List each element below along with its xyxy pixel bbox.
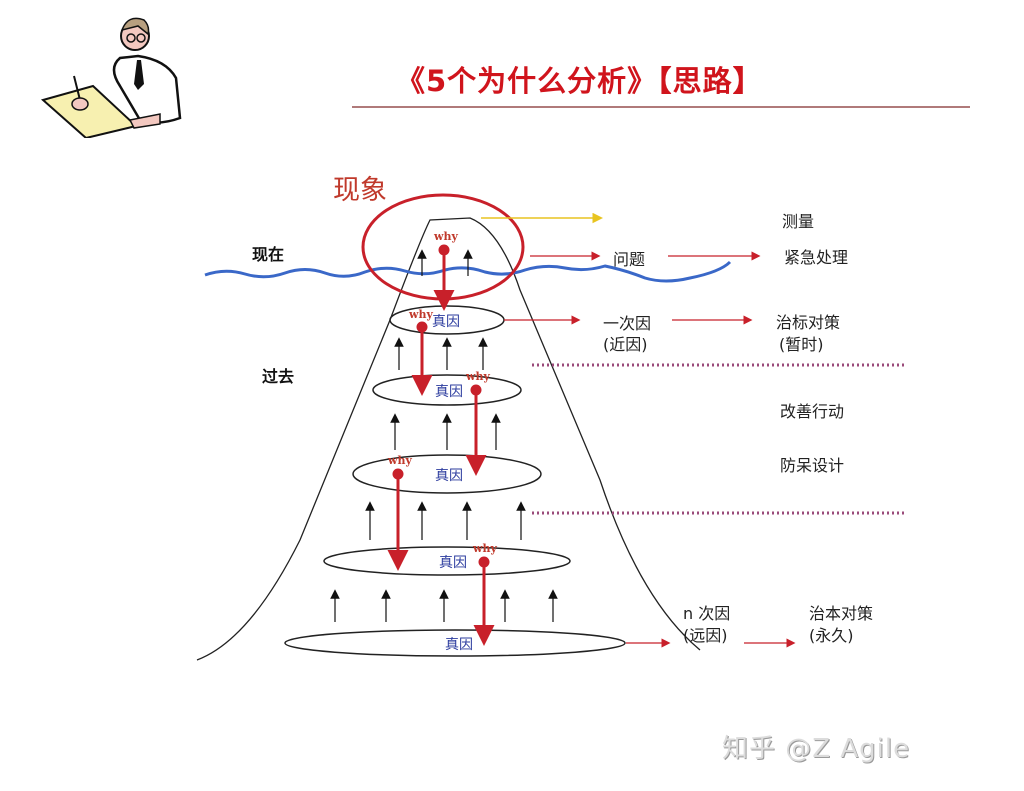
true-cause-1: 真因 (432, 314, 460, 330)
cause-layer-4 (323, 546, 571, 576)
true-cause-5: 真因 (445, 637, 473, 653)
symptom-fix-sub: (暂时) (779, 335, 824, 354)
past-label: 过去 (262, 367, 295, 386)
why-label-2: why (409, 308, 433, 321)
poka-yoke-label: 防呆设计 (780, 456, 845, 475)
true-cause-3: 真因 (435, 468, 463, 484)
improve-action-label: 改善行动 (780, 402, 845, 421)
why-label-4: why (388, 454, 412, 467)
watermark: 知乎 @Z Agile (722, 734, 911, 764)
root-fix-label: 治本对策 (809, 604, 874, 623)
true-cause-2: 真因 (435, 384, 463, 400)
present-label: 现在 (252, 245, 285, 264)
nth-cause-label: n 次因 (683, 604, 731, 623)
water-surface (204, 260, 732, 283)
mountain-outline (196, 217, 701, 661)
page-title: 《5个为什么分析》【思路】 (396, 64, 763, 98)
cause-layer-5 (284, 629, 626, 657)
phenomenon-label: 现象 (333, 175, 387, 206)
scientist-writing-icon (40, 17, 182, 138)
title-divider (352, 106, 970, 108)
emergency-label: 紧急处理 (784, 248, 849, 267)
first-cause-label: 一次因 (603, 314, 652, 333)
why-label-3: why (466, 370, 490, 383)
measure-label: 测量 (782, 212, 815, 231)
why-label-5: why (473, 542, 497, 555)
nth-cause-sub: (远因) (683, 626, 728, 645)
first-cause-sub: (近因) (603, 335, 648, 354)
true-cause-4: 真因 (439, 555, 467, 571)
cause-layer-3 (352, 454, 542, 494)
why-label-1: why (434, 230, 458, 243)
symptom-fix-label: 治标对策 (776, 313, 841, 332)
root-fix-sub: (永久) (809, 626, 854, 645)
cause-layer-2 (372, 374, 522, 406)
problem-label: 问题 (613, 250, 646, 269)
